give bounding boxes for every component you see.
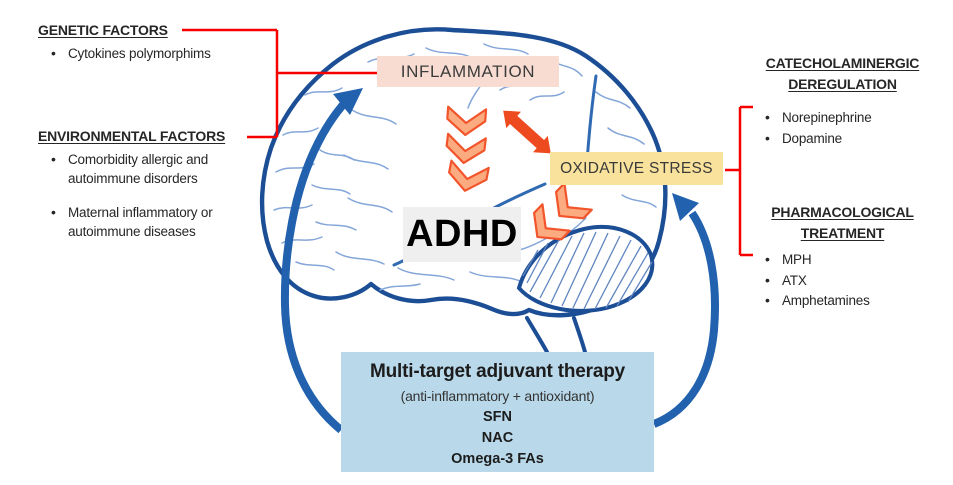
pharmacological-treatment-heading: PHARMACOLOGICAL TREATMENT (771, 204, 914, 241)
environmental-factors-heading: ENVIRONMENTAL FACTORS (38, 128, 226, 144)
right-bracket (725, 105, 753, 257)
adhd-node: ADHD (403, 207, 521, 262)
inflammation-node: INFLAMMATION (377, 56, 559, 87)
genetic-factors-section: GENETIC FACTORS Cytokines polymorphims (38, 22, 273, 64)
list-item: Comorbidity allergic and autoimmune diso… (38, 150, 263, 188)
cerebellum-hatching (522, 231, 653, 310)
left-cycle-arrow (280, 88, 363, 434)
right-cycle-arrow (652, 193, 720, 428)
therapy-item: NAC (481, 430, 514, 446)
therapy-item: Omega-3 FAs (451, 451, 544, 467)
list-item: Dopamine (754, 128, 945, 150)
environmental-factors-section: ENVIRONMENTAL FACTORS Comorbidity allerg… (38, 128, 263, 241)
left-cycle-arrowhead (333, 88, 363, 115)
therapy-item: SFN (483, 409, 512, 425)
left-bracket (182, 28, 377, 139)
list-item: Norepinephrine (754, 107, 945, 129)
list-item: Cytokines polymorphims (38, 44, 273, 64)
cerebellum (516, 225, 655, 313)
list-item: Maternal inflammatory or autoimmune dise… (38, 203, 263, 241)
right-cycle-arrowhead (672, 193, 699, 221)
brain-stem (525, 316, 587, 354)
catecholaminergic-section: CATECHOLAMINERGIC DEREGULATION Norepinep… (740, 53, 945, 149)
therapy-title: Multi-target adjuvant therapy (370, 361, 625, 382)
catecholaminergic-heading: CATECHOLAMINERGIC DEREGULATION (765, 55, 920, 92)
list-item: MPH (754, 249, 945, 271)
list-item: Amphetamines (754, 290, 945, 312)
therapy-box: Multi-target adjuvant therapy (anti-infl… (341, 352, 654, 472)
therapy-subtitle: (anti-inflammatory + antioxidant) (400, 388, 595, 404)
oxidative-stress-node: OXIDATIVE STRESS (550, 152, 723, 185)
genetic-factors-heading: GENETIC FACTORS (38, 22, 168, 38)
inflammation-oxidative-double-arrow (503, 110, 551, 154)
pharmacological-section: PHARMACOLOGICAL TREATMENT MPH ATX Amphet… (740, 202, 945, 312)
list-item: ATX (754, 270, 945, 292)
